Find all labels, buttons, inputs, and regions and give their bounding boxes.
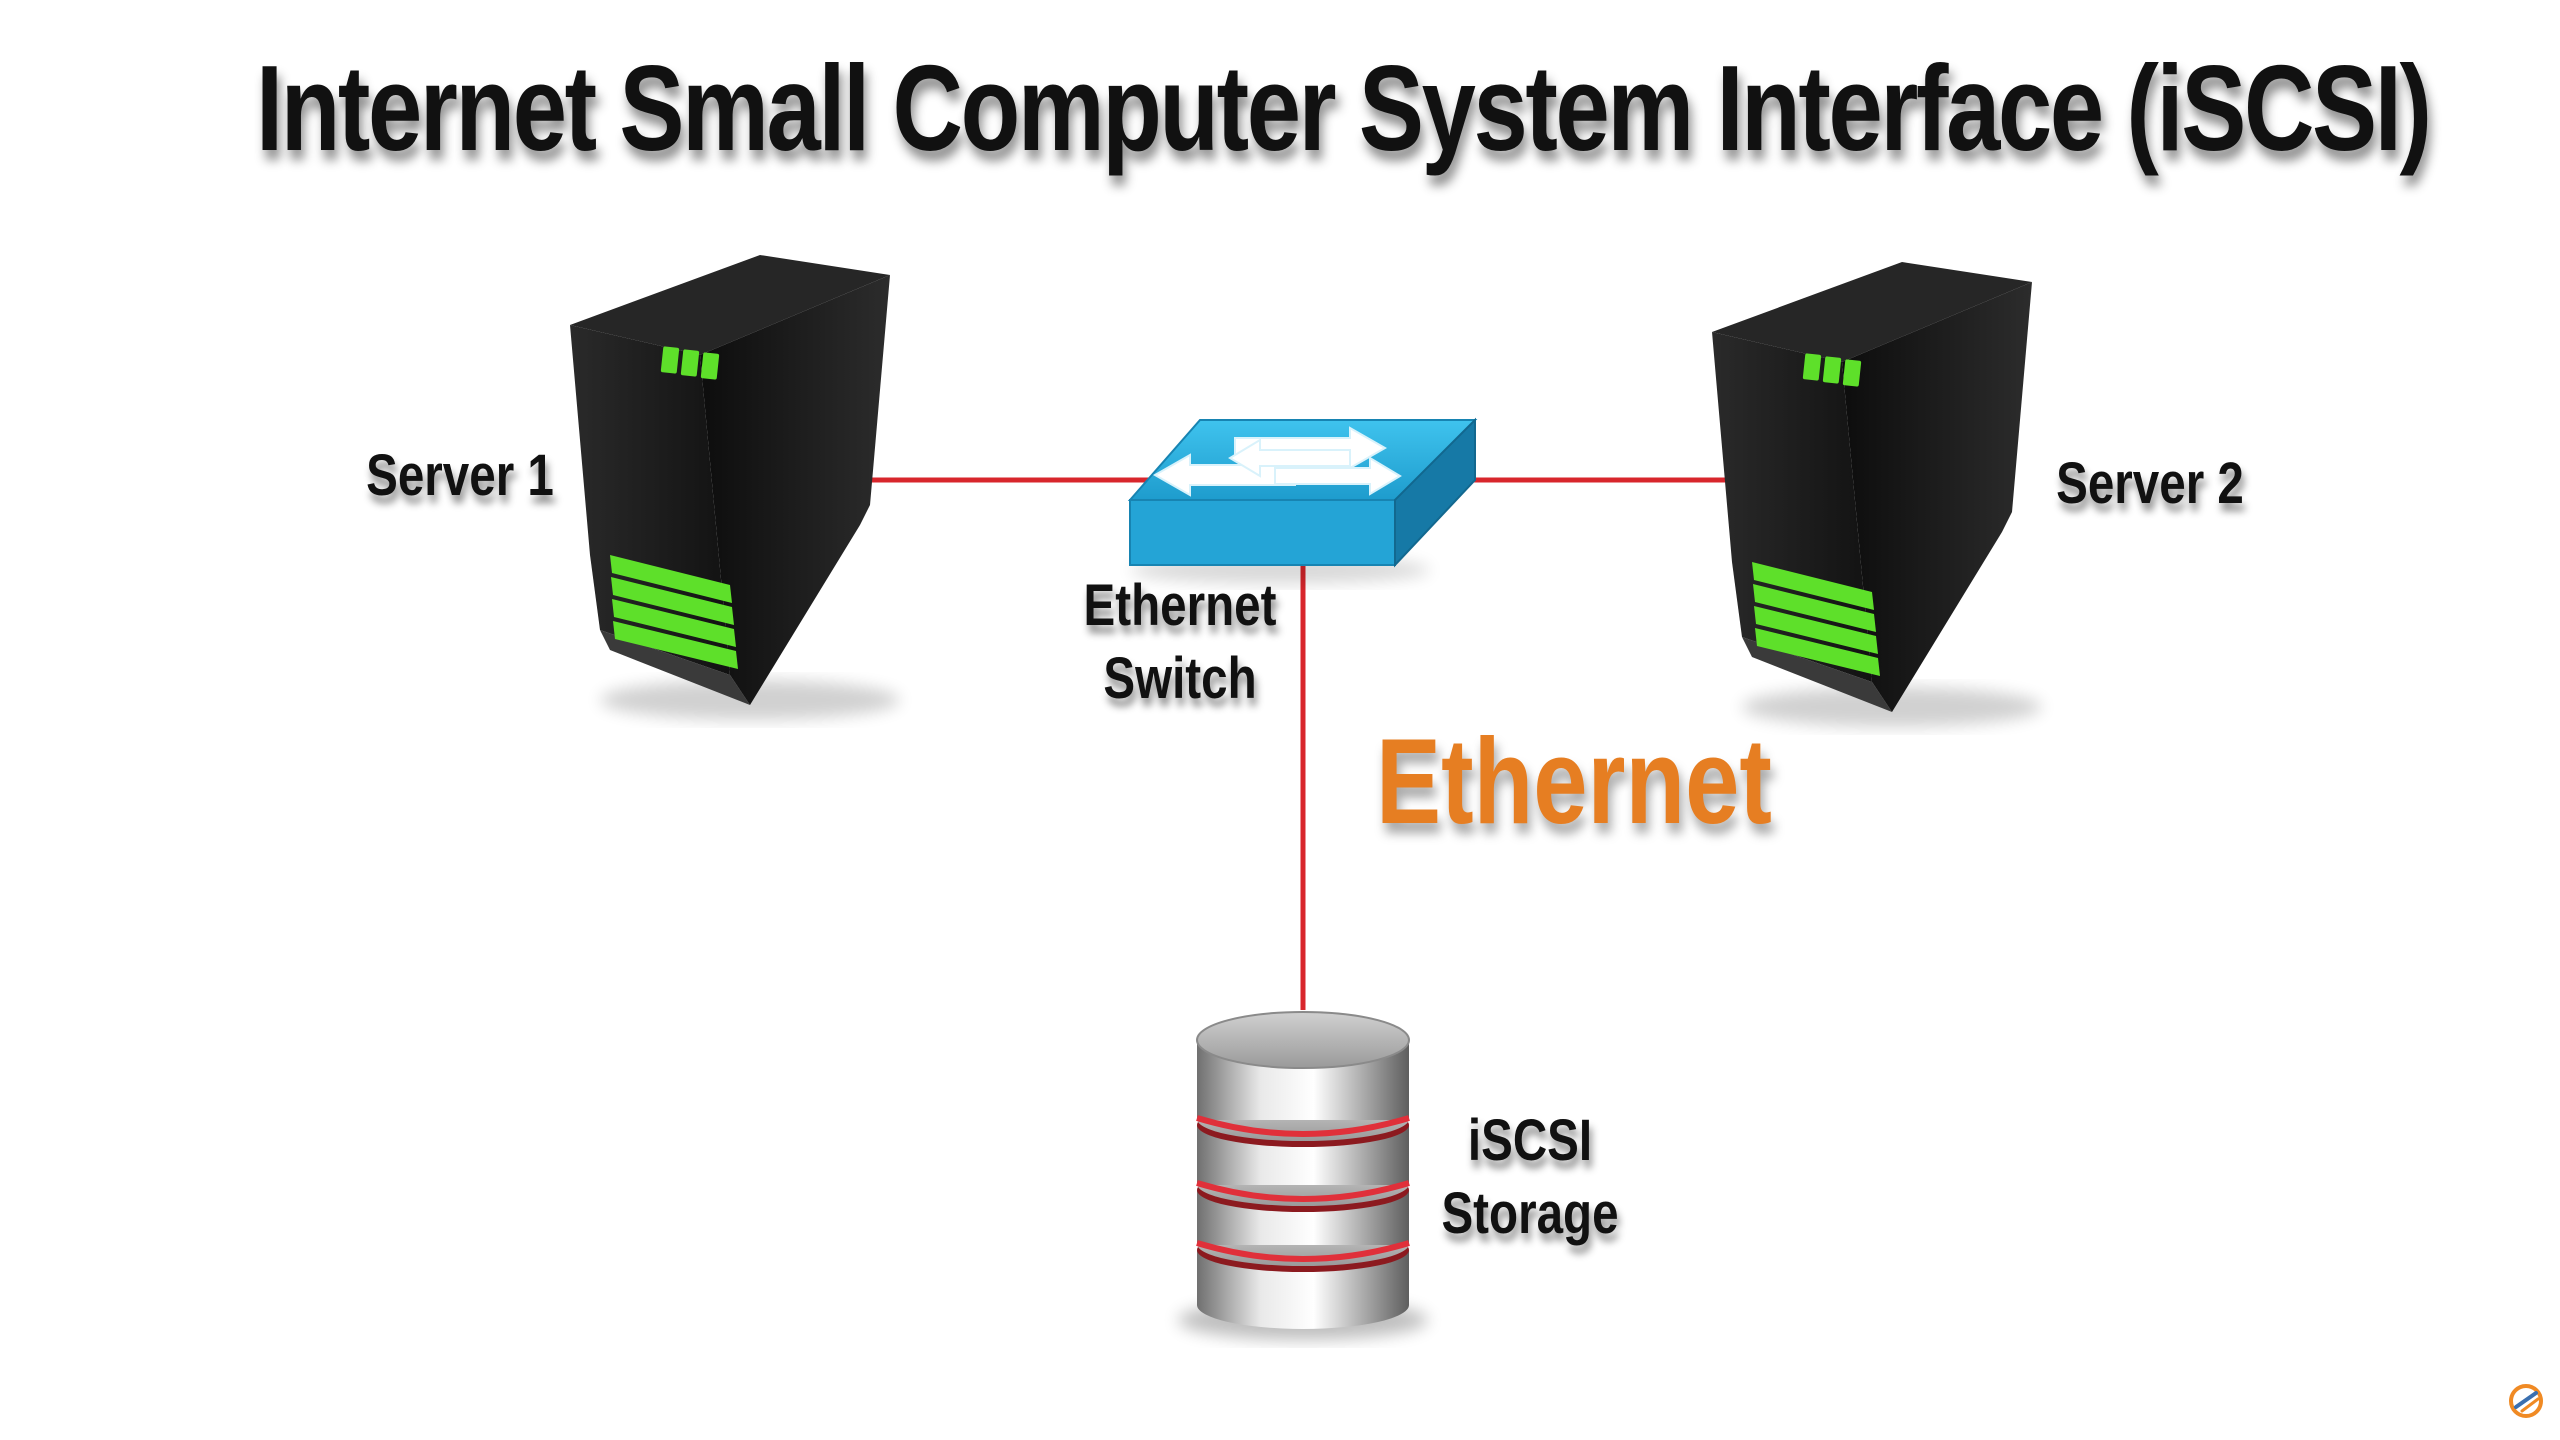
page-title: Internet Small Computer System Interface… [256,40,2432,176]
storage-label-line2: Storage [1441,1180,1619,1246]
switch-label: Ethernet Switch [1082,570,1279,715]
brand-logo-icon [2509,1384,2543,1418]
iscsi-storage-icon [1178,1011,1428,1340]
server1-icon [570,255,900,720]
switch-label-line1: Ethernet [1083,573,1277,638]
storage-label: iSCSI Storage [1432,1105,1629,1250]
ethernet-switch-icon [1127,417,1478,584]
server2-label: Server 2 [2056,451,2244,516]
server2-icon [1712,262,2042,727]
switch-label-line2: Switch [1103,645,1257,711]
connection-label: Ethernet [1376,713,1772,849]
server1-label: Server 1 [366,443,554,508]
storage-label-line1: iSCSI [1467,1108,1593,1173]
